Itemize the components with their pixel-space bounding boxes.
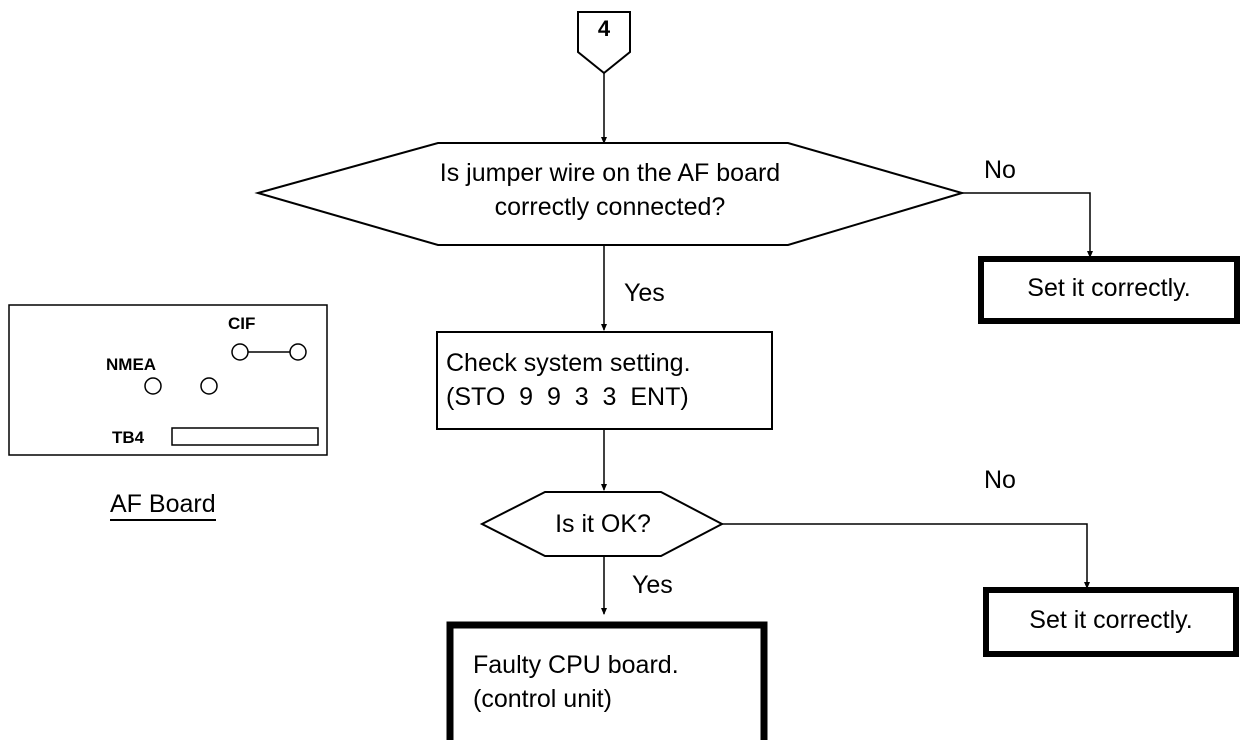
process-check-line2: (STO 9 9 3 3 ENT) [446,383,689,411]
cif-jumper-pin-right [289,343,307,361]
process-check-text: Check system setting. (STO 9 9 3 3 ENT) [446,346,691,414]
flow-line-decision1-no [962,192,1093,258]
connector-label: 4 [597,16,611,41]
af-board-tb4-label: TB4 [112,428,145,447]
flow-line-decision2-no [722,523,1090,589]
cif-jumper-pin-left [231,343,249,361]
connector-shape [577,11,631,75]
decision2-no-label: No [984,466,1016,494]
af-board-illustration [8,304,328,456]
decision1-text: Is jumper wire on the AF board correctly… [340,156,880,224]
terminal-faulty-line2: (control unit) [473,685,612,713]
action-set1-box [978,256,1240,324]
action-set2-text: Set it correctly. [1029,606,1193,634]
af-board-nmea-label: NMEA [106,355,157,374]
process-check-line1: Check system setting. [446,349,691,377]
decision1-no-label: No [984,156,1016,184]
af-board-caption: AF Board [110,490,216,521]
action-set2-box [983,587,1239,657]
nmea-jumper-pin-right [200,377,218,395]
terminal-faulty-line1: Faulty CPU board. [473,651,679,679]
terminal-faulty-text: Faulty CPU board. (control unit) [473,648,679,716]
action-set1-text: Set it correctly. [1027,274,1191,302]
tb4-terminal-block [171,427,319,446]
terminal-faulty-box [446,621,768,740]
decision2-yes-label: Yes [632,571,673,599]
process-check-box [436,331,773,430]
decision1-yes-label: Yes [624,279,665,307]
af-board-cif-label: CIF [228,314,256,333]
decision2-text: Is it OK? [555,510,651,538]
nmea-jumper-pin-left [144,377,162,395]
decision1-line1: Is jumper wire on the AF board [439,159,781,187]
decision1-line2: correctly connected? [494,193,726,221]
af-board-caption-text: AF Board [110,490,216,521]
